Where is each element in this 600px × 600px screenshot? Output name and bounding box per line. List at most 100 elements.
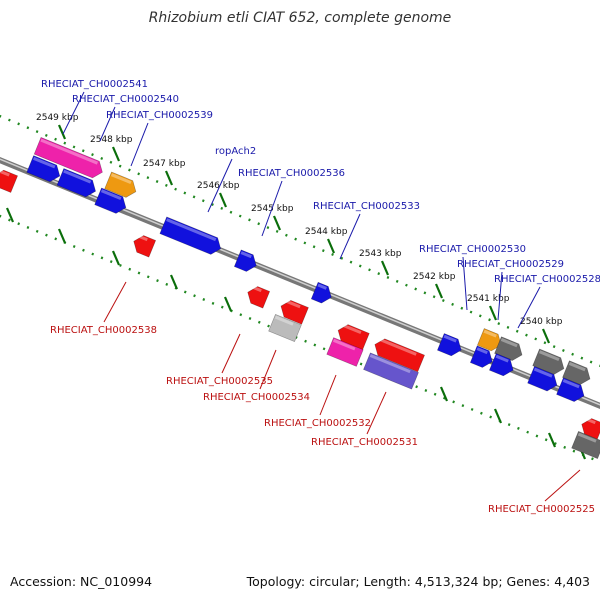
gene-rev-body [280, 300, 309, 325]
tick-label: 2543 kbp [359, 249, 402, 259]
gene-lightgray-body [268, 313, 302, 343]
gene-label: RHECIAT_CH0002529 [457, 259, 564, 270]
gene-rev-highlight [377, 337, 417, 356]
gene-gray [571, 430, 600, 460]
gene-label: RHECIAT_CH0002541 [41, 79, 148, 90]
gene-gray-highlight [577, 432, 597, 443]
gene-fwd-highlight [562, 379, 580, 389]
gene-rev [374, 337, 425, 373]
gene-fwd-body [56, 168, 96, 198]
tick-label: 2549 kbp [36, 113, 79, 123]
gene-rev-highlight [340, 323, 362, 335]
gene-fwd-gray [494, 336, 523, 361]
label-leader [259, 349, 277, 390]
gene-lightgray-highlight [274, 315, 294, 326]
gene-fwd-highlight [533, 367, 553, 378]
tick-mark [541, 328, 551, 344]
tick-mark [488, 305, 498, 321]
gene-fwd-body [469, 345, 493, 368]
label-leader [319, 374, 337, 416]
tick-label: 2547 kbp [143, 159, 186, 169]
gene-fwd-highlight [100, 189, 122, 201]
tick-label: 2546 kbp [197, 181, 240, 191]
gene-fwd-highlight [166, 218, 217, 242]
gene-rev-highlight [136, 234, 148, 242]
gene-rev-body [0, 169, 18, 193]
gene-lightgray [268, 313, 302, 343]
gene-fwd-gray-body [494, 336, 523, 361]
gene-fwd-gray-body [532, 348, 565, 375]
tick-mark [218, 192, 228, 208]
gene-fwd [56, 168, 96, 198]
gene-fwd [437, 333, 462, 357]
gene-fwd [26, 155, 61, 183]
gene-rev-pink [326, 337, 364, 367]
gene-fwd-orange [104, 171, 137, 198]
gene-label: RHECIAT_CH0002534 [203, 392, 310, 403]
gene-rev-highlight [250, 285, 262, 293]
tick-mark [169, 274, 179, 290]
gene-label: RHECIAT_CH0002533 [313, 201, 420, 212]
tick-mark [439, 386, 449, 402]
gene-label: RHECIAT_CH0002539 [106, 110, 213, 121]
tick-mark [57, 124, 67, 140]
gene-fwd [159, 216, 222, 255]
gene-label: RHECIAT_CH0002528 [494, 274, 600, 285]
label-leader [99, 106, 116, 142]
gene-fwd-pink [33, 137, 103, 179]
tick-mark [111, 250, 121, 266]
gene-rev-highlight [0, 168, 10, 177]
gene-fwd-orange-highlight [110, 173, 132, 185]
gene-fwd-highlight [443, 334, 457, 343]
gene-fwd-highlight [317, 283, 327, 290]
outer-tick-track [0, 114, 600, 367]
gene-label: ropAch2 [215, 146, 256, 157]
topology-text: Topology: circular; Length: 4,513,324 bp… [246, 574, 590, 589]
gene-fwd-orange-highlight [483, 329, 497, 338]
gene-rev-highlight [584, 417, 596, 425]
label-leader [517, 286, 541, 329]
gene-fwd [556, 377, 585, 402]
tick-mark [493, 408, 503, 424]
gene-label: RHECIAT_CH0002540 [72, 94, 179, 105]
gene-fwd-gray-highlight [568, 362, 586, 372]
label-leader [261, 180, 283, 237]
gene-rev [337, 323, 370, 351]
label-leader [497, 271, 503, 321]
tick-label: 2544 kbp [305, 227, 348, 237]
gene-gray-body [571, 430, 600, 460]
gene-fwd-pink-body [33, 137, 103, 179]
gene-label: RHECIAT_CH0002532 [264, 418, 371, 429]
gene-fwd-gray [532, 348, 565, 375]
gene-fwd-gray [562, 360, 591, 385]
gene-rev-body [247, 286, 271, 309]
gene-fwd-highlight [33, 156, 56, 169]
tick-mark [272, 215, 282, 231]
inner-tick-track [0, 214, 600, 464]
gene-rev [581, 417, 600, 441]
gene-fwd-orange [477, 328, 502, 352]
gene-label: RHECIAT_CH0002538 [50, 325, 157, 336]
gene-fwd [469, 345, 493, 368]
gene-fwd-body [527, 365, 558, 392]
tick-mark [547, 432, 557, 448]
gene-fwd-body [159, 216, 222, 255]
gene-fwd [489, 353, 514, 377]
label-leader [130, 122, 149, 167]
gene-fwd-orange-body [477, 328, 502, 352]
gene-fwd [94, 187, 127, 214]
gene-fwd-pink-highlight [40, 138, 99, 165]
gene-rev-pink-body [326, 337, 364, 367]
gene-rev [280, 299, 309, 325]
tick-mark [57, 228, 67, 244]
tick-label: 2541 kbp [467, 294, 510, 304]
gene-rev [247, 285, 271, 309]
tick-mark [326, 238, 336, 254]
gene-violet [363, 352, 419, 390]
gene-fwd-highlight [476, 347, 488, 355]
gene-rev-highlight [283, 299, 301, 309]
gene-rev [0, 168, 18, 193]
gene-fwd-body [556, 377, 585, 402]
tick-mark [5, 207, 15, 223]
tick-mark [434, 283, 444, 299]
